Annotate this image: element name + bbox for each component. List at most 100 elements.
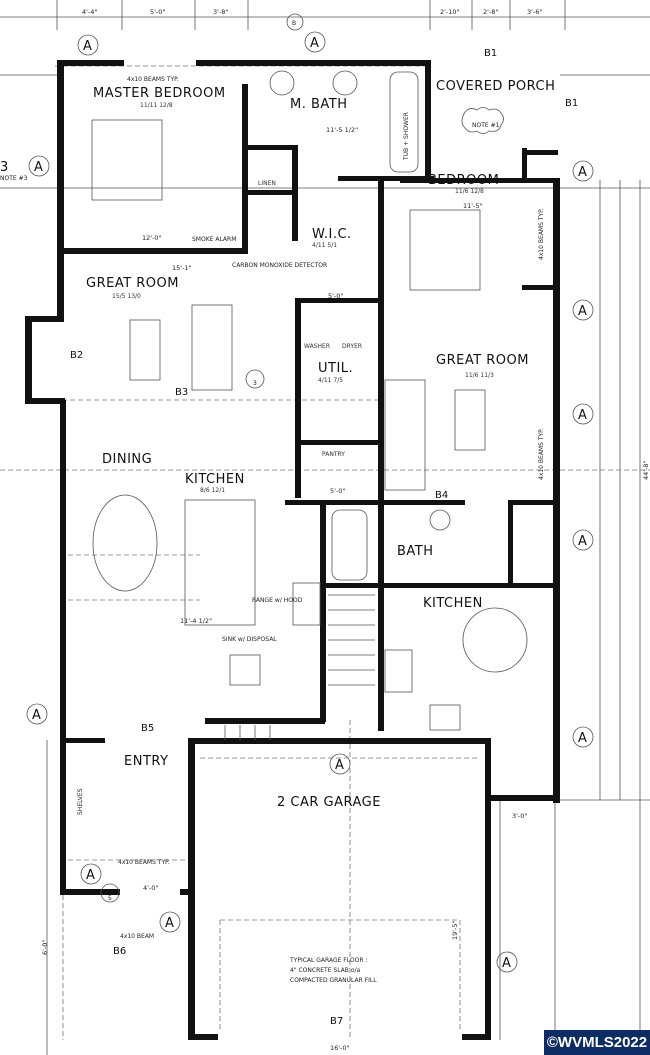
room-great-room: GREAT ROOM [86,276,179,291]
sink-icon [429,509,451,531]
kitchen-island-icon [184,499,256,626]
note-beam: 4x10 BEAM [120,933,154,940]
fixtures [91,70,528,740]
svg-text:A: A [86,868,95,883]
room-entry: ENTRY [124,754,169,769]
sink-icon [229,654,261,686]
svg-text:A: A [83,39,92,54]
room-size: 11/6 12/8 [455,188,484,195]
section-marker: A [304,31,326,53]
sofa-icon [191,304,233,391]
dimension: 12'-0" [142,234,162,242]
tub-icon [331,509,368,581]
room-linen: LINEN [258,180,276,187]
dimension: 5'-0" [328,292,343,300]
dimension: 2'-10" [440,8,460,16]
room-size: 11/11 12/8 [140,102,173,109]
garage-floor-note: TYPICAL GARAGE FLOOR : [289,957,367,964]
room-great-room-adu: GREAT ROOM [436,353,529,368]
dimension: 19'-5" [451,920,459,940]
room-covered-porch: COVERED PORCH [436,79,555,94]
svg-text:A: A [165,916,174,931]
dimension: 3'-0" [512,812,527,820]
section-marker: A [572,529,594,551]
walls [25,60,560,1040]
beam-b3: B3 [175,387,188,398]
beam-labels: B1 B1 B2 B3 B4 B5 B6 B7 [70,48,578,1027]
note-beams: 4x10 BEAMS TYP. [127,76,179,83]
beam-b7: B7 [330,1016,343,1027]
bed-icon [91,119,163,201]
section-marker: A [572,726,594,748]
svg-text:A: A [578,534,587,549]
bed-icon [409,209,481,291]
room-size: 4/11 7/5 [318,377,343,384]
svg-text:A: A [32,708,41,723]
svg-text:3: 3 [253,380,257,387]
co-detector-note: CARBON MONOXIDE DETECTOR [232,262,327,269]
svg-text:A: A [578,408,587,423]
range-icon [292,582,321,626]
room-dryer: DRYER [342,343,362,350]
room-washer: WASHER [304,343,330,350]
svg-text:A: A [578,304,587,319]
garage-floor-note: COMPACTED GRANULAR FILL [290,977,377,984]
range-icon [384,649,413,693]
dimensions: 4'-4" 5'-0" 3'-8" 2'-10" 2'-8" 3'-6" 12'… [41,8,650,1052]
sink-note: SINK w/ DISPOSAL [222,636,277,643]
garage-floor-note: 4" CONCRETE SLAB o/a [290,967,361,974]
note-beams: 4x10 BEAMS TYP. [118,859,170,866]
room-size: 8/6 12/1 [200,487,225,494]
section-tags: A A A 3 B A A A A A A A A A A 5 3 [0,13,594,973]
room-util: UTIL. [318,361,353,376]
dimension: 11'-5 1/2" [326,126,358,134]
room-bath: BATH [397,544,434,559]
svg-text:A: A [578,731,587,746]
svg-text:A: A [502,956,511,971]
dimension: 5'-0" [330,487,345,495]
sink-icon [429,704,461,731]
notes: 4x10 BEAMS TYP. 4x10 BEAMS TYP. 4x10 BEA… [0,76,545,984]
dimension: 4'-4" [82,8,97,16]
room-labels: MASTER BEDROOM 11/11 12/8 M. BATH COVERE… [86,79,555,810]
sofa-icon [384,379,426,491]
stairs-icon [224,594,375,740]
room-garage: 2 CAR GARAGE [277,795,381,810]
sink-icon [332,70,358,96]
room-wic: W.I.C. [312,227,352,242]
beam-b6: B6 [113,946,126,957]
detail-marker: 3 [0,160,8,175]
watermark: ©WVMLS2022 [544,1030,650,1055]
shelves-note: SHELVES [77,788,84,815]
beam-b2: B2 [70,350,83,361]
section-marker: A [26,703,48,725]
room-size: 11/6 11/3 [465,372,494,379]
section-marker: A [496,951,518,973]
section-marker: A [77,34,99,56]
detail-marker: 3 [245,369,265,389]
svg-text:B: B [292,20,296,27]
svg-text:A: A [578,165,587,180]
room-size: 15/5 13/0 [112,293,141,300]
room-bedroom: BEDROOM [428,173,499,188]
note-beams: 4x10 BEAMS TYP. [538,208,545,260]
dimension: 11'-5" [463,202,483,210]
svg-text:A: A [310,36,319,51]
note-3: NOTE #3 [0,175,28,182]
coffee-table-icon [129,319,161,381]
beam-b4: B4 [435,490,448,501]
beam-b1: B1 [484,48,497,59]
svg-text:A: A [335,758,344,773]
dimension: 2'-8" [483,8,498,16]
room-kitchen: KITCHEN [185,472,245,487]
section-marker: A [572,160,594,182]
dimension: 3'-8" [213,8,228,16]
beam-b1: B1 [565,98,578,109]
note-beams: 4x10 BEAMS TYP. [538,428,545,480]
dimension: 15'-1" [172,264,192,272]
section-marker: A [329,753,351,775]
sink-icon [269,70,295,96]
note-1: NOTE #1 [472,122,500,129]
